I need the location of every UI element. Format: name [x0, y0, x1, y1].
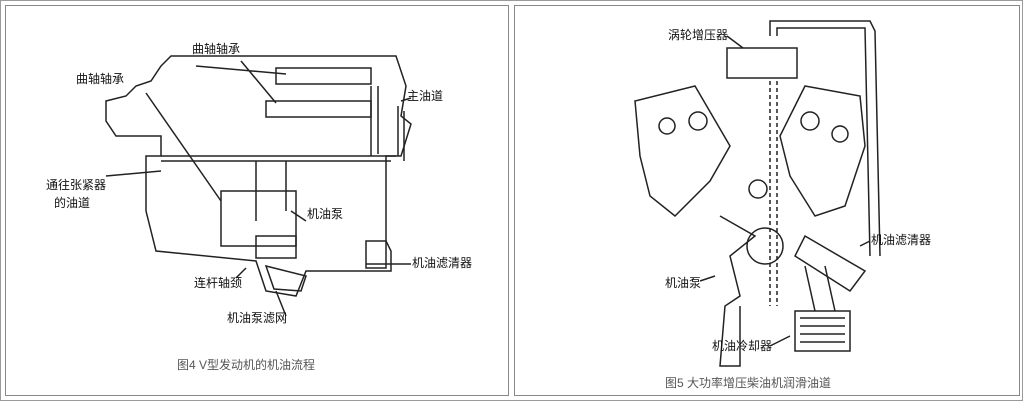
figure-5-caption: 图5 大功率增压柴油机润滑油道: [665, 376, 832, 390]
label-tensioner-line-2: 的油道: [54, 196, 91, 210]
label-oil-cooler: 机油冷却器: [712, 339, 773, 353]
label-crank-bearing-top: 曲轴轴承: [192, 42, 241, 56]
label-pump-strainer: 机油泵滤网: [227, 311, 288, 325]
label-tensioner-line-1: 通往张紧器: [46, 178, 107, 192]
figure-4-panel: 曲轴轴承 曲轴轴承 主油道 通往张紧器 的油道 机油泵 机油滤清器 连杆轴颈 机…: [5, 5, 509, 396]
label-conrod-journal: 连杆轴颈: [194, 276, 243, 290]
label-oil-filter: 机油滤清器: [412, 256, 473, 270]
label-oil-pump: 机油泵: [307, 207, 344, 221]
figure-4-caption: 图4 V型发动机的机油流程: [177, 358, 316, 372]
v-engine-oil-flow-diagram: [105, 55, 412, 317]
figure-5-panel: 涡轮增压器 机油滤清器 机油泵 机油冷却器 图5 大功率增压柴油机润滑油道: [514, 5, 1020, 396]
label-main-gallery: 主油道: [407, 89, 444, 103]
label-oil-filter: 机油滤清器: [871, 233, 932, 247]
label-oil-pump: 机油泵: [665, 276, 702, 290]
label-turbocharger: 涡轮增压器: [668, 28, 729, 42]
label-crank-bearing-left: 曲轴轴承: [76, 72, 125, 86]
diesel-lubrication-diagram: [634, 20, 881, 367]
